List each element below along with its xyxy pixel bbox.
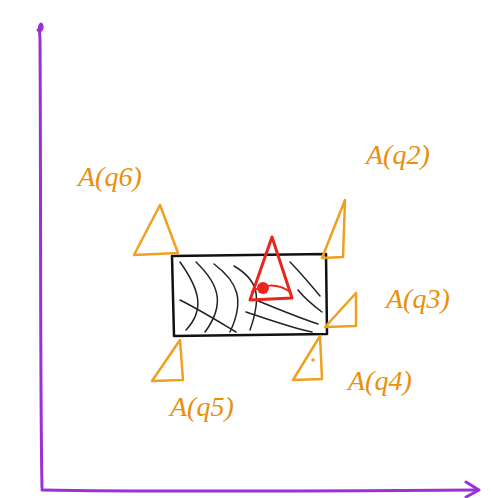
configuration-label: A(q4) [348,366,412,397]
robot-triangle [250,237,292,300]
x-axis [42,490,478,491]
configuration-label: A(q6) [78,162,142,193]
configuration-label: A(q3) [386,284,450,315]
robot-dot [257,282,269,294]
configuration-triangle [134,200,356,381]
configuration-label: A(q5) [170,392,234,423]
y-axis [38,24,42,488]
obstacle-rect [172,254,327,336]
axis-arrowhead [466,482,479,497]
configuration-label: A(q2) [366,140,430,171]
